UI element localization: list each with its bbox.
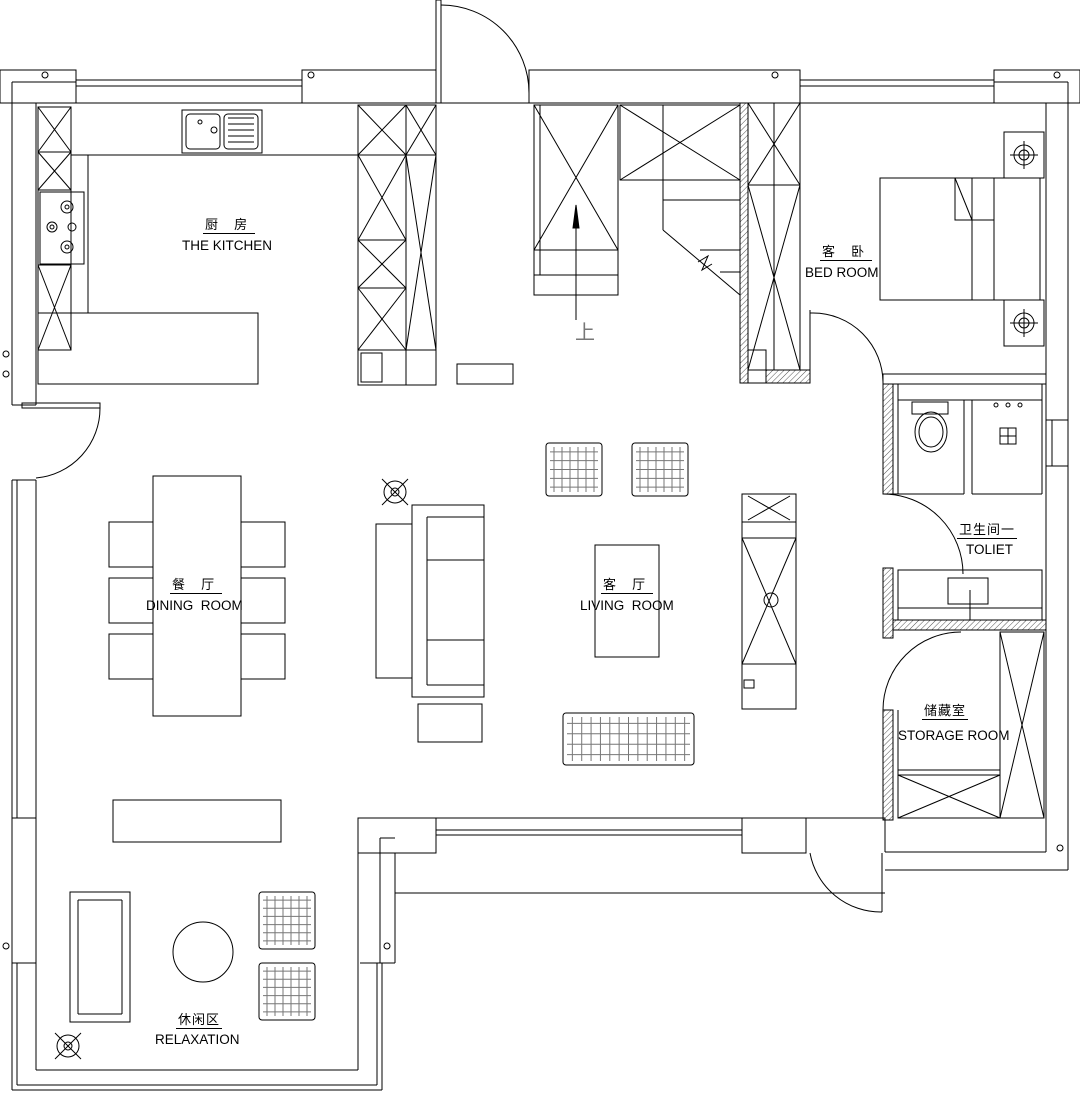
bedroom-label-cn: 客 卧	[820, 245, 873, 261]
kitchen	[38, 105, 513, 385]
staircase	[534, 105, 740, 320]
dining-label-cn: 餐 厅	[170, 578, 223, 594]
storage-room	[883, 632, 1044, 820]
wall-markers	[3, 72, 1063, 949]
relaxation-furniture	[70, 800, 281, 1022]
ottoman-2	[632, 443, 688, 496]
kitchen-label-en: THE KITCHEN	[182, 238, 273, 253]
living-label-en: LIVING ROOM	[580, 598, 674, 613]
toilet-label-cn: 卫生间一	[957, 523, 1018, 539]
stairs-up-label: 上	[575, 320, 595, 344]
toilet	[883, 374, 1046, 638]
storage-label-cn: 储藏室	[922, 704, 969, 720]
ottoman-3	[259, 892, 315, 949]
relaxation-label-en: RELAXATION	[155, 1032, 240, 1047]
entrance-door	[436, 0, 529, 103]
storage-label-en: STORAGE ROOM	[898, 728, 1010, 743]
toilet-label-en: TOLIET	[966, 542, 1014, 557]
light-fixture-icon	[55, 479, 408, 1059]
relaxation-label-cn: 休闲区	[176, 1013, 223, 1029]
ottomans	[259, 443, 694, 1020]
bedroom-label-en: BED ROOM	[805, 265, 879, 280]
outer-walls	[0, 70, 1080, 1090]
kitchen-label-cn: 厨 房	[203, 218, 256, 234]
ottoman-1	[546, 443, 602, 496]
dining-label-en: DINING ROOM	[146, 598, 243, 613]
bedroom	[740, 103, 1044, 383]
dining-set	[109, 476, 285, 716]
ottoman-4	[259, 963, 315, 1020]
rug	[563, 713, 694, 765]
living-room-furniture	[376, 494, 796, 742]
side-doors	[22, 403, 882, 912]
living-label-cn: 客 厅	[601, 578, 654, 594]
